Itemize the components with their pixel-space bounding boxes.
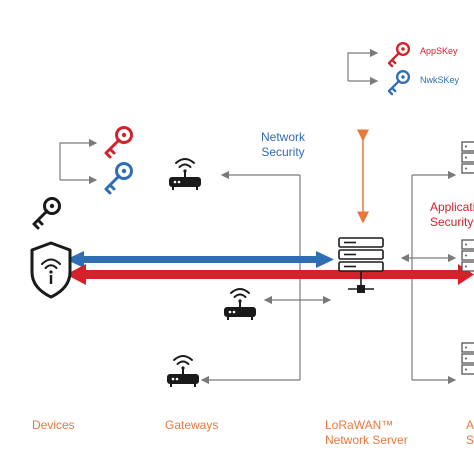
gateway-icon: [168, 158, 202, 191]
application-server-partial-line2: S: [466, 433, 474, 447]
nwkskey-label: NwkSKey: [420, 75, 460, 85]
application-server-partial-line1: A: [466, 418, 474, 432]
network-security-line1: Network: [260, 130, 305, 144]
nwkskey-icon: [104, 162, 133, 195]
application-server-icon: [461, 141, 474, 174]
network-security-label: Network Security: [254, 130, 312, 160]
appskey-icon: [104, 126, 133, 159]
network-server-line2: Network Server: [325, 433, 408, 447]
network-server-label: LoRaWAN™ Network Server: [325, 418, 408, 448]
application-server-icon: [461, 239, 474, 272]
network-server-line1: LoRaWAN™: [325, 418, 394, 432]
server-nwkskey-icon: [387, 69, 411, 96]
server-appskey-icon: [387, 41, 411, 68]
network-security-band: [66, 251, 334, 268]
server-key-connector: [347, 48, 379, 86]
gateway-icon: [166, 355, 200, 388]
key-icon: [32, 197, 61, 230]
appskey-label: AppSKey: [420, 46, 458, 56]
device-key-connector: [59, 138, 98, 185]
gateway-icon: [223, 288, 257, 321]
shield-wifi-icon: [30, 241, 72, 299]
application-security-band: [66, 264, 474, 285]
network-security-line2: Security: [261, 145, 305, 159]
application-security-line2: Security: [430, 215, 474, 229]
application-server-partial-label: A S: [466, 418, 474, 448]
devices-label: Devices: [32, 418, 75, 432]
gateways-label: Gateways: [165, 418, 219, 432]
application-security-line1: Applicati: [430, 200, 474, 214]
network-server-icon: [338, 237, 384, 293]
application-security-label: Applicati Security: [430, 200, 474, 230]
application-server-icon: [461, 342, 474, 375]
